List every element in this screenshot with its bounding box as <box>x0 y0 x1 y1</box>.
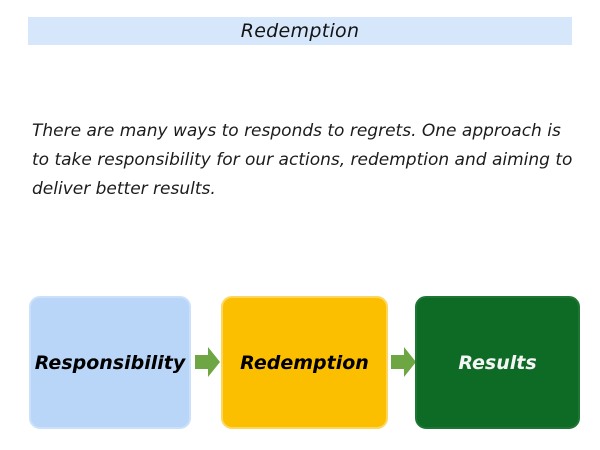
body-paragraph: There are many ways to responds to regre… <box>32 117 580 204</box>
right-arrow-icon <box>195 347 220 377</box>
right-arrow-shape <box>195 347 220 377</box>
right-arrow-shape <box>391 347 416 377</box>
flow-step-redemption: Redemption <box>221 296 388 429</box>
paragraph-line: to take responsibility for our actions, … <box>32 150 573 170</box>
title-bar: Redemption <box>28 17 572 45</box>
flow-step-results: Results <box>415 296 580 429</box>
flow-step-responsibility: Responsibility <box>29 296 191 429</box>
paragraph-line: deliver better results. <box>32 179 216 199</box>
right-arrow-icon <box>391 347 416 377</box>
page-title: Redemption <box>240 20 360 42</box>
flow-step-label: Redemption <box>240 351 369 374</box>
flow-step-label: Responsibility <box>34 351 186 374</box>
flow-step-label: Results <box>458 351 537 374</box>
paragraph-line: There are many ways to responds to regre… <box>32 121 561 141</box>
